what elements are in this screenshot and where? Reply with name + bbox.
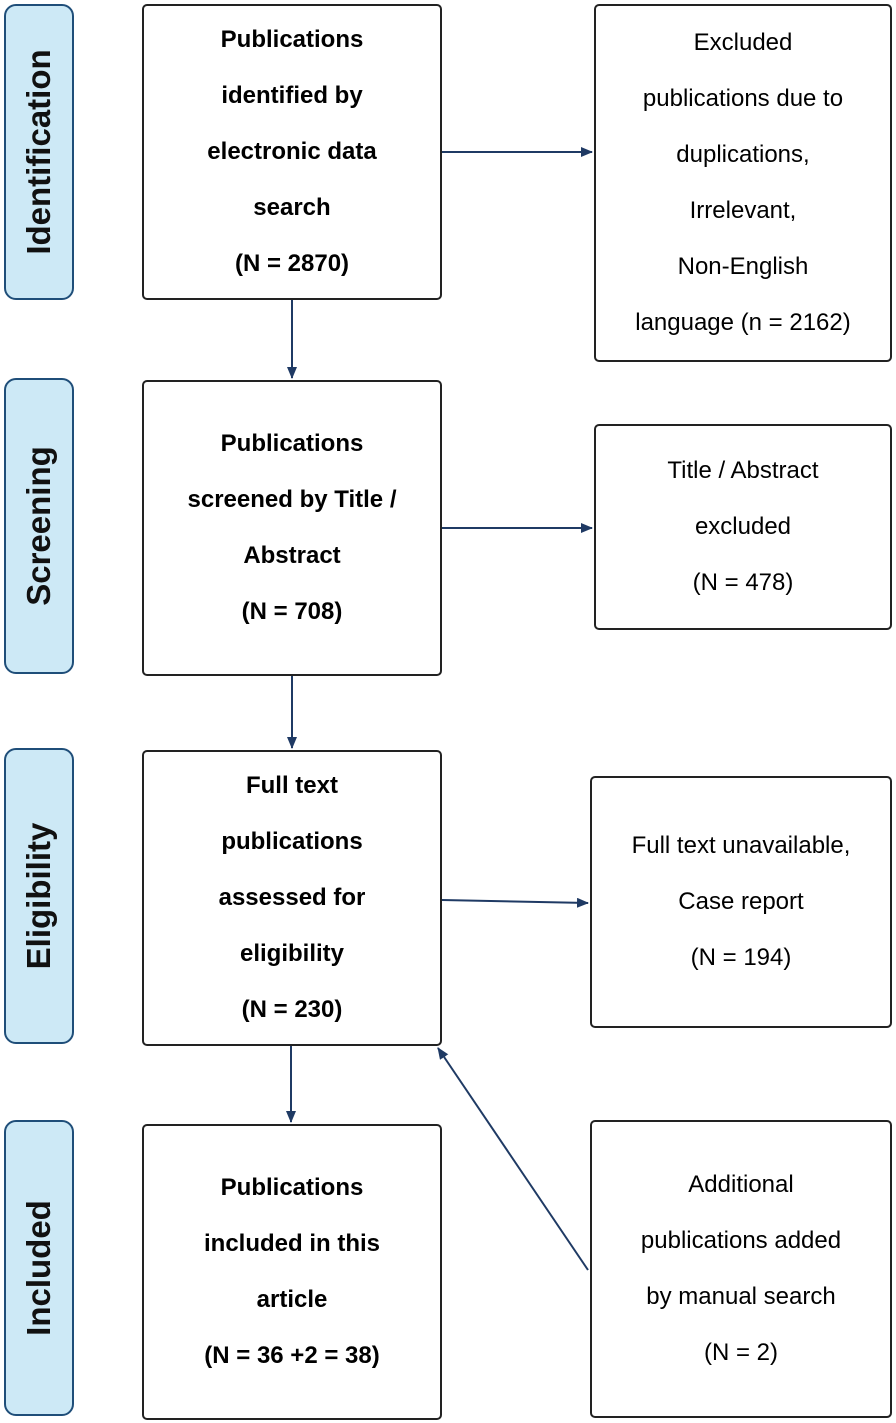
title-abstract-excluded-line: excluded xyxy=(694,513,792,540)
identified-line: Publications xyxy=(220,26,364,53)
stage-screening: Screening xyxy=(4,378,74,674)
screened-box: Publications screened by Title / Abstrac… xyxy=(142,380,442,676)
stage-included: Included xyxy=(4,1120,74,1416)
identified-line: electronic data xyxy=(207,138,377,165)
additional-line: publications added xyxy=(640,1227,842,1254)
full-text-unavailable-count: (N = 194) xyxy=(690,944,792,971)
excluded-duplicates-line: Excluded xyxy=(693,29,793,56)
full-text-line: eligibility xyxy=(239,940,344,967)
included-line: article xyxy=(256,1286,328,1313)
included-count: (N = 36 +2 = 38) xyxy=(204,1342,380,1369)
identified-count: (N = 2870) xyxy=(234,250,350,277)
additional-line: Additional xyxy=(688,1171,794,1198)
additional-line: by manual search xyxy=(646,1283,836,1310)
stage-identification: Identification xyxy=(4,4,74,300)
included-line: Publications xyxy=(220,1174,364,1201)
full-text-line: assessed for xyxy=(218,884,366,911)
excluded-duplicates-box: Excluded publications due to duplication… xyxy=(594,4,892,362)
excluded-duplicates-line: Irrelevant, xyxy=(689,197,797,224)
full-text-box: Full text publications assessed for elig… xyxy=(142,750,442,1046)
excluded-duplicates-line: publications due to xyxy=(642,85,844,112)
excluded-duplicates-count: language (n = 2162) xyxy=(635,309,851,336)
full-text-unavailable-line: Full text unavailable, xyxy=(631,832,851,859)
full-text-unavailable-box: Full text unavailable, Case report (N = … xyxy=(590,776,892,1028)
screened-line: Publications xyxy=(220,430,364,457)
screened-line: screened by Title / xyxy=(187,486,397,513)
full-text-unavailable-line: Case report xyxy=(678,888,804,915)
title-abstract-excluded-count: (N = 478) xyxy=(692,569,794,596)
excluded-duplicates-line: Non-English xyxy=(677,253,809,280)
included-line: included in this xyxy=(203,1230,380,1257)
title-abstract-excluded-line: Title / Abstract xyxy=(667,457,819,484)
full-text-count: (N = 230) xyxy=(241,996,343,1023)
identified-box: Publications identified by electronic da… xyxy=(142,4,442,300)
identified-line: identified by xyxy=(221,82,363,109)
identified-line: search xyxy=(253,194,331,221)
stage-eligibility: Eligibility xyxy=(4,748,74,1044)
arrow-additional-to-full-text xyxy=(437,1047,589,1271)
additional-count: (N = 2) xyxy=(703,1339,778,1366)
included-box: Publications included in this article (N… xyxy=(142,1124,442,1420)
full-text-line: publications xyxy=(221,828,363,855)
title-abstract-excluded-box: Title / Abstract excluded (N = 478) xyxy=(594,424,892,630)
screened-line: Abstract xyxy=(243,542,341,569)
arrow-full-text-to-unavailable xyxy=(441,897,589,908)
full-text-line: Full text xyxy=(245,772,338,799)
excluded-duplicates-line: duplications, xyxy=(676,141,810,168)
additional-box: Additional publications added by manual … xyxy=(590,1120,892,1418)
screened-count: (N = 708) xyxy=(241,598,343,625)
